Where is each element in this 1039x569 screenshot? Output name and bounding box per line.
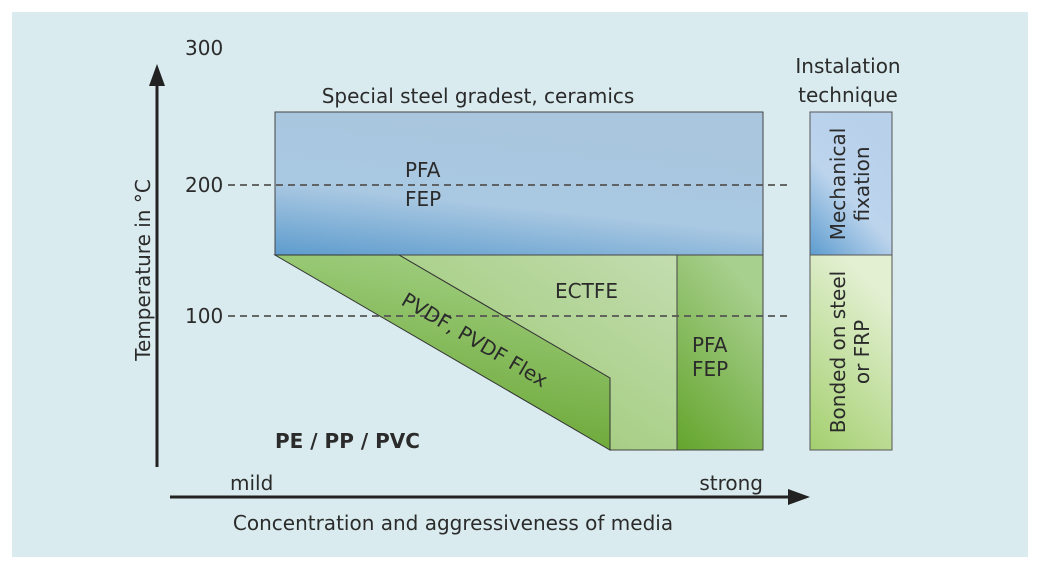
x-high-label: strong bbox=[699, 471, 763, 495]
y-tick-200: 200 bbox=[185, 173, 223, 197]
region-blue bbox=[274, 111, 764, 256]
install-bonded-line1: Bonded on steel bbox=[826, 271, 850, 433]
green-pfa-label: PFA bbox=[692, 333, 728, 357]
blue-fep-label: FEP bbox=[405, 187, 441, 211]
region-pvdf bbox=[273, 254, 611, 451]
install-mechanical-box bbox=[809, 111, 893, 256]
install-bonded-box bbox=[809, 254, 893, 451]
y-tick-300: 300 bbox=[185, 36, 223, 60]
install-mechanical-line1: Mechanical bbox=[826, 128, 850, 241]
ectfe-label: ECTFE bbox=[555, 279, 618, 303]
top-label: Special steel gradest, ceramics bbox=[322, 84, 635, 108]
install-bonded-line2: or FRP bbox=[850, 320, 874, 384]
y-tick-100: 100 bbox=[185, 304, 223, 328]
install-title-line2: technique bbox=[798, 83, 898, 107]
y-axis-arrow-icon bbox=[149, 64, 165, 86]
x-low-label: mild bbox=[230, 471, 273, 495]
install-title-line1: Instalation bbox=[795, 54, 900, 78]
green-fep-label: FEP bbox=[692, 357, 728, 381]
region-pfa-fep-green bbox=[676, 254, 764, 451]
blue-pfa-label: PFA bbox=[405, 158, 441, 182]
x-axis-arrow-icon bbox=[788, 489, 810, 505]
x-axis-label: Concentration and aggressiveness of medi… bbox=[233, 511, 673, 535]
install-mechanical-line2: fixation bbox=[850, 147, 874, 222]
pe-pp-pvc-label: PE / PP / PVC bbox=[275, 429, 420, 453]
y-axis-label: Temperature in °C bbox=[131, 179, 155, 362]
